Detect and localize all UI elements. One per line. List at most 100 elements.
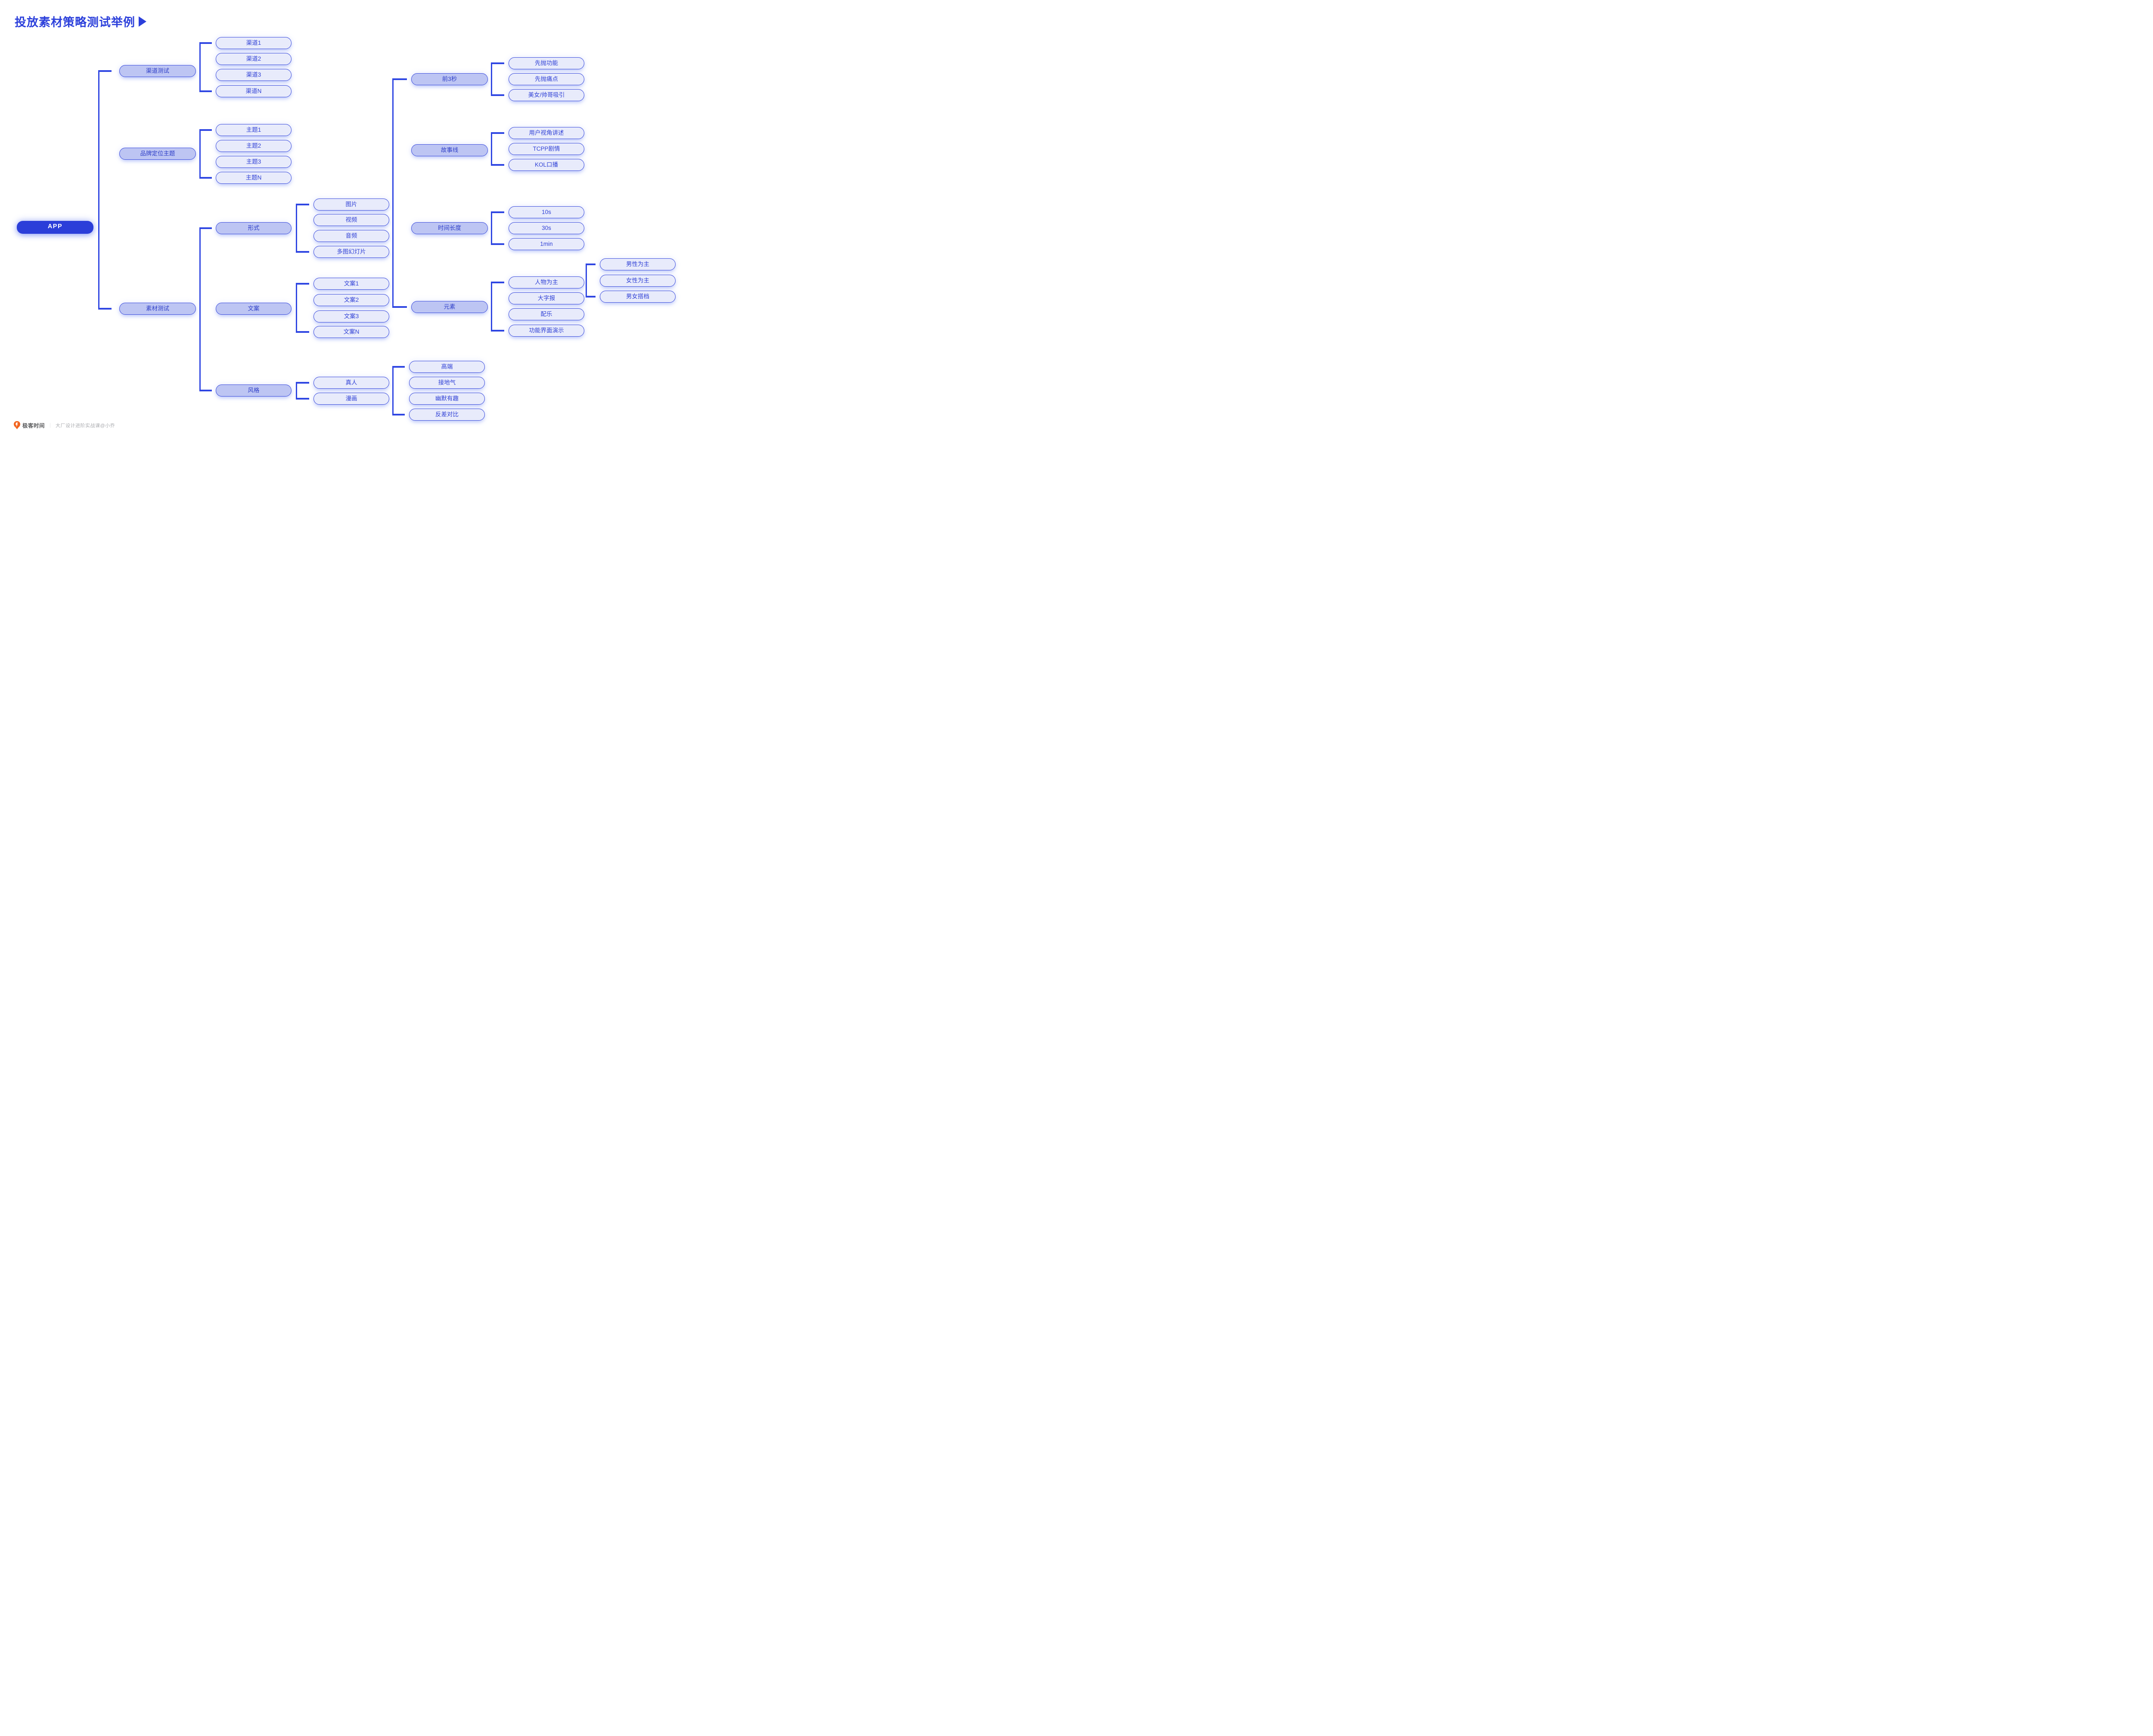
page-title-text: 投放素材策略测试举例 <box>15 16 135 29</box>
connector-trunk-line <box>490 62 492 96</box>
footer-brand: 极客时间 <box>22 423 45 429</box>
connector-stub-line <box>99 70 112 72</box>
node-copy-1[interactable]: 文案1 <box>313 278 389 290</box>
connector-stub-line <box>491 62 504 64</box>
node-copy-n[interactable]: 文案N <box>313 326 389 338</box>
play-arrow-icon <box>139 16 146 27</box>
connector-stub-line <box>200 129 212 131</box>
node-channel-n[interactable]: 渠道N <box>216 85 292 97</box>
node-audio[interactable]: 音频 <box>313 230 389 242</box>
node-copy-3[interactable]: 文案3 <box>313 310 389 322</box>
footer-course: 大厂设计进阶实战课@小乔 <box>56 423 115 428</box>
node-humorous[interactable]: 幽默有趣 <box>409 393 485 405</box>
connector-stub-line <box>393 366 405 368</box>
node-video[interactable]: 视频 <box>313 214 389 226</box>
node-channel-test[interactable]: 渠道测试 <box>119 65 196 77</box>
node-elements[interactable]: 元素 <box>411 301 488 313</box>
connector-trunk-line <box>392 366 394 415</box>
connector-stub-line <box>296 398 309 400</box>
node-kol-broadcast[interactable]: KOL口播 <box>509 159 584 171</box>
footer-divider: ｜ <box>48 423 53 428</box>
connector-stub-line <box>296 251 309 253</box>
node-big-poster[interactable]: 大字报 <box>509 292 584 304</box>
geektime-logo-icon <box>14 421 20 429</box>
page-title: 投放素材策略测试举例 <box>15 13 146 30</box>
connector-trunk-line <box>199 42 201 92</box>
node-channel-3[interactable]: 渠道3 <box>216 69 292 81</box>
node-person-focused[interactable]: 人物为主 <box>509 276 584 288</box>
connector-stub-line <box>586 296 596 298</box>
connector-trunk-line <box>490 211 492 245</box>
connector-trunk-line <box>490 282 492 332</box>
node-app[interactable]: APP <box>17 221 93 234</box>
connector-stub-line <box>393 78 407 80</box>
node-bgm[interactable]: 配乐 <box>509 308 584 320</box>
node-style[interactable]: 风格 <box>216 384 292 397</box>
node-ui-demo[interactable]: 功能界面演示 <box>509 325 584 337</box>
node-copy-2[interactable]: 文案2 <box>313 294 389 306</box>
connector-stub-line <box>491 282 504 283</box>
node-copy[interactable]: 文案 <box>216 303 292 315</box>
node-theme-3[interactable]: 主题3 <box>216 156 292 168</box>
node-slideshow[interactable]: 多图幻灯片 <box>313 246 389 258</box>
connector-trunk-line <box>295 283 297 333</box>
node-beauty-attract[interactable]: 美女/帅哥吸引 <box>509 89 584 101</box>
connector-stub-line <box>491 132 504 134</box>
node-down-to-earth[interactable]: 接地气 <box>409 377 485 389</box>
connector-stub-line <box>491 211 504 213</box>
node-first-3s[interactable]: 前3秒 <box>411 73 488 85</box>
node-user-pov[interactable]: 用户视角讲述 <box>509 127 584 139</box>
connector-trunk-line <box>490 132 492 166</box>
connector-trunk-line <box>392 78 394 308</box>
connector-stub-line <box>491 164 504 166</box>
node-male-female-duo[interactable]: 男女搭档 <box>600 291 676 303</box>
node-cartoon[interactable]: 漫画 <box>313 393 389 405</box>
connector-stub-line <box>200 90 212 92</box>
node-theme-2[interactable]: 主题2 <box>216 140 292 152</box>
connector-stub-line <box>586 264 596 265</box>
node-male-lead[interactable]: 男性为主 <box>600 258 676 270</box>
node-channel-1[interactable]: 渠道1 <box>216 37 292 49</box>
connector-stub-line <box>296 283 309 285</box>
node-female-lead[interactable]: 女性为主 <box>600 275 676 287</box>
node-theme-n[interactable]: 主题N <box>216 172 292 184</box>
node-material-test[interactable]: 素材测试 <box>119 303 196 315</box>
connector-stub-line <box>491 330 504 332</box>
connector-stub-line <box>200 177 212 179</box>
connector-trunk-line <box>98 70 99 310</box>
connector-stub-line <box>393 306 407 308</box>
node-theme-1[interactable]: 主题1 <box>216 124 292 136</box>
node-pitch-function[interactable]: 先抛功能 <box>509 57 584 69</box>
node-format[interactable]: 形式 <box>216 222 292 234</box>
connector-stub-line <box>200 227 212 229</box>
connector-stub-line <box>491 243 504 245</box>
connector-trunk-line <box>585 264 587 298</box>
node-pitch-painpoint[interactable]: 先抛痛点 <box>509 73 584 85</box>
connector-stub-line <box>296 204 309 205</box>
connector-stub-line <box>200 390 212 391</box>
node-image[interactable]: 图片 <box>313 198 389 211</box>
connector-stub-line <box>200 42 212 44</box>
node-contrast[interactable]: 反差对比 <box>409 409 485 421</box>
node-storyline[interactable]: 故事线 <box>411 144 488 156</box>
node-duration-1min[interactable]: 1min <box>509 238 584 250</box>
connector-stub-line <box>491 94 504 96</box>
connector-stub-line <box>393 414 405 415</box>
node-channel-2[interactable]: 渠道2 <box>216 53 292 65</box>
connector-stub-line <box>296 331 309 333</box>
connector-stub-line <box>99 308 112 310</box>
connector-trunk-line <box>295 204 297 253</box>
footer: 极客时间 ｜ 大厂设计进阶实战课@小乔 <box>14 421 115 429</box>
connector-stub-line <box>296 382 309 384</box>
node-high-end[interactable]: 高端 <box>409 361 485 373</box>
connector-trunk-line <box>199 129 201 179</box>
node-duration-10s[interactable]: 10s <box>509 206 584 218</box>
node-tcpp-plot[interactable]: TCPP剧情 <box>509 143 584 155</box>
connector-trunk-line <box>295 382 297 400</box>
connector-trunk-line <box>199 227 201 391</box>
node-duration-30s[interactable]: 30s <box>509 222 584 234</box>
node-brand-theme[interactable]: 品牌定位主题 <box>119 148 196 160</box>
node-duration[interactable]: 时间长度 <box>411 222 488 234</box>
node-real-person[interactable]: 真人 <box>313 377 389 389</box>
